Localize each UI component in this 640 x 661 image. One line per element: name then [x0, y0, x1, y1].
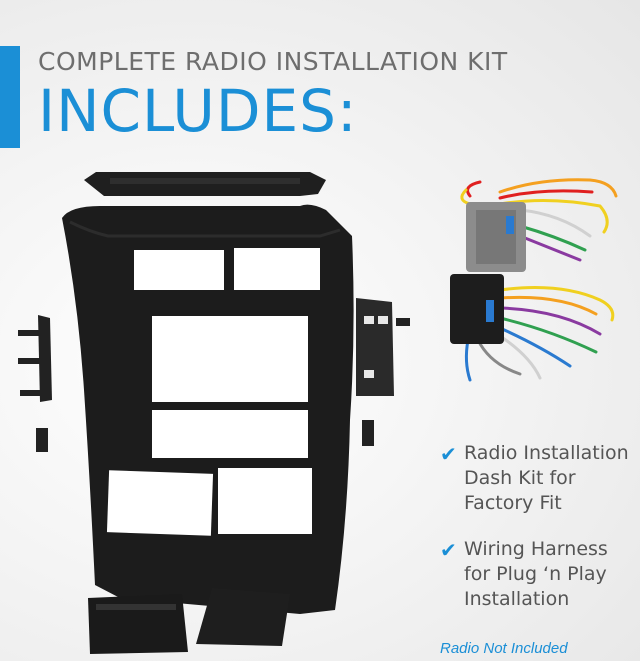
top-trim-piece [84, 172, 326, 196]
feature-line: Installation [464, 588, 570, 610]
radio-not-included-note: Radio Not Included [440, 640, 568, 657]
right-clip [362, 420, 374, 446]
bezel-opening-top-right [234, 248, 320, 290]
headline-includes: INCLUDES: [38, 77, 358, 145]
checkmark-icon: ✔ [440, 442, 457, 466]
feature-wiring-harness: ✔ Wiring Harness for Plug ‘n Play Instal… [440, 537, 640, 612]
checkmark-icon: ✔ [440, 538, 457, 562]
bezel-opening-bottom-right [218, 468, 312, 534]
headline-kit: COMPLETE RADIO INSTALLATION KIT [38, 47, 508, 76]
feature-dash-kit: ✔ Radio Installation Dash Kit for Factor… [440, 441, 640, 516]
feature-line: Wiring Harness [464, 538, 608, 560]
feature-line: Factory Fit [464, 492, 562, 514]
dash-kit-bezel [62, 204, 354, 614]
left-mounting-bracket [18, 315, 52, 402]
harness-connector-gray [466, 202, 526, 272]
feature-line: Radio Installation [464, 442, 629, 464]
bezel-opening-top-left [134, 250, 224, 290]
harness-connector-black [450, 274, 504, 344]
accent-bar [0, 46, 20, 148]
bezel-opening-bottom-left [106, 470, 214, 536]
feature-line: Dash Kit for [464, 467, 576, 489]
storage-pocket-right [196, 588, 290, 646]
right-mounting-bracket [356, 298, 410, 396]
bezel-radio-opening [152, 316, 308, 402]
storage-pocket-left [88, 594, 188, 654]
left-clip [36, 428, 48, 452]
feature-line: for Plug ‘n Play [464, 563, 607, 585]
bezel-opening-middle [152, 410, 308, 458]
